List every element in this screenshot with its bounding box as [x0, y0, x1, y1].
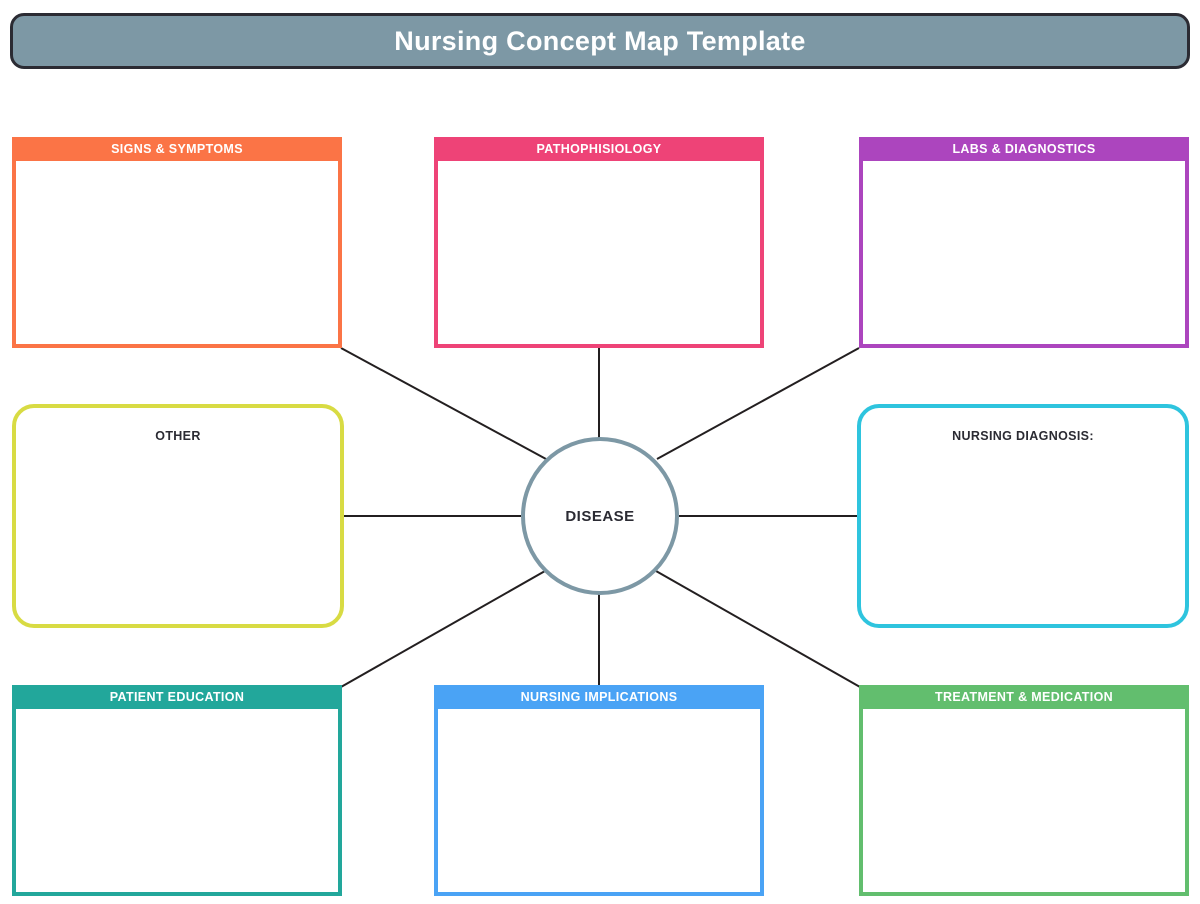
box-patient-education-header: PATIENT EDUCATION	[12, 685, 342, 709]
box-treatment-medication-body[interactable]	[863, 709, 1185, 892]
connector-signs-symptoms	[340, 347, 547, 460]
box-pathophisiology-label: PATHOPHISIOLOGY	[536, 141, 662, 156]
box-signs-symptoms-body[interactable]	[16, 161, 338, 344]
center-node-disease[interactable]: DISEASE	[521, 437, 679, 595]
box-pathophisiology[interactable]: PATHOPHISIOLOGY	[434, 137, 764, 348]
box-pathophisiology-header: PATHOPHISIOLOGY	[434, 137, 764, 161]
box-patient-education-body[interactable]	[16, 709, 338, 892]
box-other-label: OTHER	[155, 429, 201, 443]
box-signs-symptoms-label: SIGNS & SYMPTOMS	[111, 141, 243, 156]
box-nursing-diagnosis-label: NURSING DIAGNOSIS:	[952, 429, 1094, 443]
center-node-label: DISEASE	[565, 507, 635, 525]
box-nursing-diagnosis[interactable]: NURSING DIAGNOSIS:	[857, 404, 1189, 628]
box-patient-education-label: PATIENT EDUCATION	[109, 689, 245, 704]
box-nursing-implications-header: NURSING IMPLICATIONS	[434, 685, 764, 709]
box-treatment-medication[interactable]: TREATMENT & MEDICATION	[859, 685, 1189, 896]
box-nursing-implications[interactable]: NURSING IMPLICATIONS	[434, 685, 764, 896]
box-patient-education[interactable]: PATIENT EDUCATION	[12, 685, 342, 896]
box-pathophisiology-body[interactable]	[438, 161, 760, 344]
connector-labs-diagnostics	[656, 347, 860, 460]
box-labs-diagnostics-body[interactable]	[863, 161, 1185, 344]
box-nursing-implications-label: NURSING IMPLICATIONS	[520, 689, 678, 704]
box-signs-symptoms[interactable]: SIGNS & SYMPTOMS	[12, 137, 342, 348]
box-treatment-medication-header: TREATMENT & MEDICATION	[859, 685, 1189, 709]
page-title: Nursing Concept Map Template	[394, 25, 806, 56]
box-nursing-implications-body[interactable]	[438, 709, 760, 892]
box-treatment-medication-label: TREATMENT & MEDICATION	[934, 689, 1114, 704]
connector-patient-education	[340, 570, 546, 688]
box-signs-symptoms-header: SIGNS & SYMPTOMS	[12, 137, 342, 161]
box-labs-diagnostics-label: LABS & DIAGNOSTICS	[952, 141, 1096, 156]
box-labs-diagnostics[interactable]: LABS & DIAGNOSTICS	[859, 137, 1189, 348]
connector-treatment-medication	[655, 570, 861, 688]
box-other[interactable]: OTHER	[12, 404, 344, 628]
box-labs-diagnostics-header: LABS & DIAGNOSTICS	[859, 137, 1189, 161]
page-title-banner: Nursing Concept Map Template	[10, 13, 1190, 69]
